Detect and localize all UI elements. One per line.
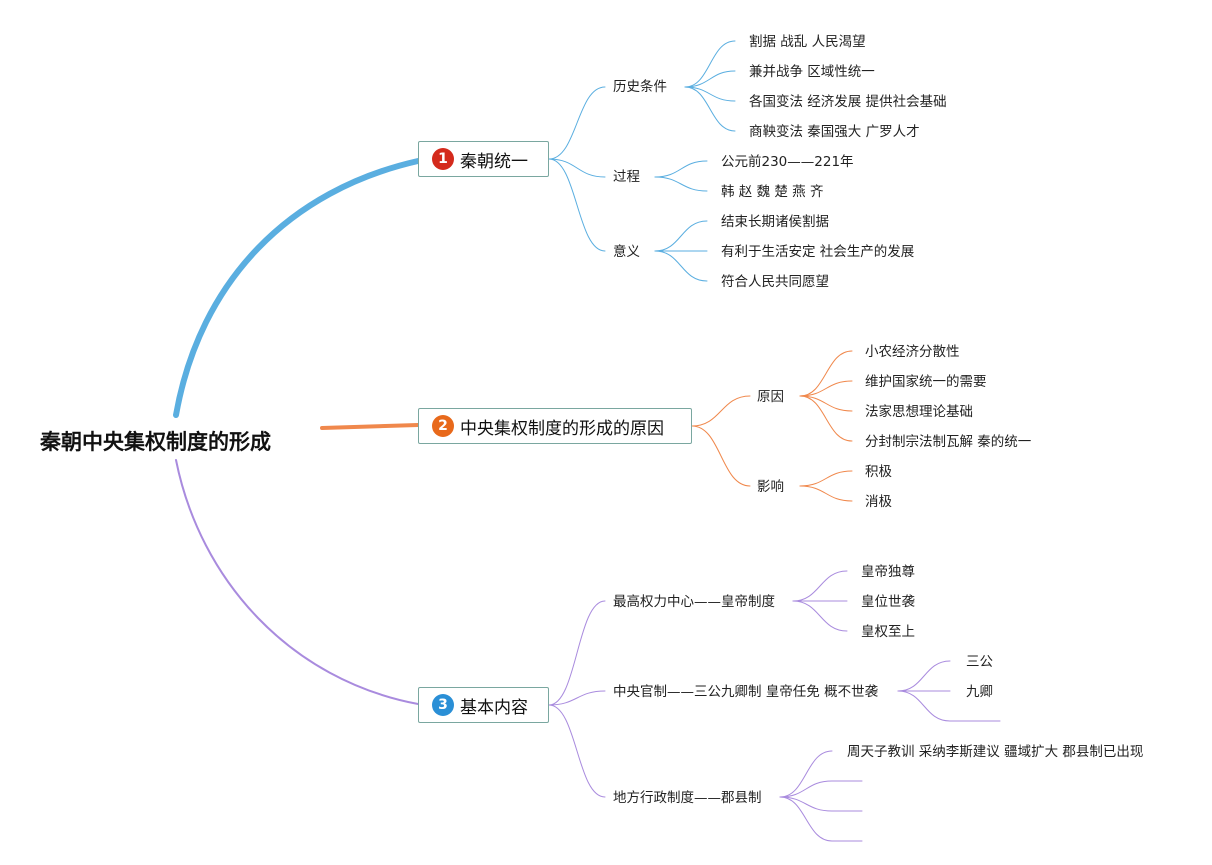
root-link-3 xyxy=(175,459,419,705)
topic-reasons[interactable]: 原因 xyxy=(757,389,784,405)
topic-influence[interactable]: 影响 xyxy=(757,479,784,495)
topic-link xyxy=(792,570,848,602)
topic-link xyxy=(799,485,853,502)
topic-link xyxy=(654,176,708,192)
item[interactable]: 结束长期诸侯割据 xyxy=(721,214,829,230)
item[interactable]: 各国变法 经济发展 提供社会基础 xyxy=(749,94,947,110)
item[interactable]: 小农经济分散性 xyxy=(865,344,960,360)
item[interactable]: 积极 xyxy=(865,464,892,480)
item[interactable]: 兼并战争 区域性统一 xyxy=(749,64,875,80)
branch-link xyxy=(548,690,606,706)
item[interactable]: 法家思想理论基础 xyxy=(865,404,973,420)
item[interactable]: 消极 xyxy=(865,494,892,510)
item[interactable]: 皇帝独尊 xyxy=(861,564,915,580)
item[interactable]: 有利于生活安定 社会生产的发展 xyxy=(721,244,915,260)
topic-link xyxy=(897,660,951,692)
branch-link xyxy=(691,395,751,427)
topic-emperor-system[interactable]: 最高权力中心——皇帝制度 xyxy=(613,594,775,610)
topic-link xyxy=(684,86,736,132)
branch-label: 中央集权制度的形成的原因 xyxy=(460,418,664,439)
topic-historical-conditions[interactable]: 历史条件 xyxy=(613,79,667,95)
topic-local-administration[interactable]: 地方行政制度——郡县制 xyxy=(613,790,762,806)
topic-link xyxy=(779,796,833,842)
item[interactable]: 韩 赵 魏 楚 燕 齐 xyxy=(721,184,824,200)
topic-link xyxy=(799,350,853,397)
branch-link xyxy=(548,86,606,160)
topic-link xyxy=(897,690,951,722)
item[interactable]: 符合人民共同愿望 xyxy=(721,274,829,290)
number-3-badge: 3 xyxy=(432,694,454,716)
topic-link xyxy=(799,470,853,487)
topic-link xyxy=(654,220,708,252)
number-1-badge: 1 xyxy=(432,148,454,170)
root-link-1 xyxy=(173,158,421,418)
branch-label: 秦朝统一 xyxy=(460,151,528,172)
branch-link xyxy=(691,425,751,487)
number-2-badge: 2 xyxy=(432,415,454,437)
topic-link xyxy=(654,160,708,178)
topic-central-officials[interactable]: 中央官制——三公九卿制 皇帝任免 概不世袭 xyxy=(613,684,879,700)
item[interactable]: 商鞅变法 秦国强大 广罗人才 xyxy=(749,124,920,140)
topic-link xyxy=(799,380,853,397)
branch-qin-unification[interactable]: 1 秦朝统一 xyxy=(418,141,549,177)
topic-link xyxy=(684,70,736,88)
topic-process[interactable]: 过程 xyxy=(613,169,640,185)
branch-link xyxy=(548,600,606,706)
item[interactable]: 分封制宗法制瓦解 秦的统一 xyxy=(865,434,1032,450)
topic-link xyxy=(792,600,848,632)
item[interactable]: 周天子教训 采纳李斯建议 疆域扩大 郡县制已出现 xyxy=(847,744,1144,760)
branch-causes[interactable]: 2 中央集权制度的形成的原因 xyxy=(418,408,692,444)
topic-link xyxy=(654,250,708,282)
topic-link xyxy=(779,750,833,798)
branch-label: 基本内容 xyxy=(460,697,528,718)
topic-link xyxy=(684,40,736,88)
branch-basic-content[interactable]: 3 基本内容 xyxy=(418,687,549,723)
topic-significance[interactable]: 意义 xyxy=(613,244,640,260)
item[interactable]: 九卿 xyxy=(966,684,993,700)
branch-link xyxy=(548,704,606,798)
topic-link xyxy=(799,395,853,412)
item[interactable]: 维护国家统一的需要 xyxy=(865,374,987,390)
item[interactable]: 三公 xyxy=(966,654,993,670)
root-topic[interactable]: 秦朝中央集权制度的形成 xyxy=(40,430,271,454)
branch-link xyxy=(548,158,606,178)
item[interactable]: 割据 战乱 人民渴望 xyxy=(749,34,866,50)
topic-link xyxy=(779,796,833,812)
branch-link xyxy=(548,158,606,252)
topic-link xyxy=(779,780,833,798)
item[interactable]: 皇权至上 xyxy=(861,624,915,640)
item[interactable]: 公元前230——221年 xyxy=(721,154,854,170)
topic-link xyxy=(684,86,736,102)
item[interactable]: 皇位世袭 xyxy=(861,594,915,610)
topic-link xyxy=(799,395,853,442)
root-link-2 xyxy=(320,423,420,430)
